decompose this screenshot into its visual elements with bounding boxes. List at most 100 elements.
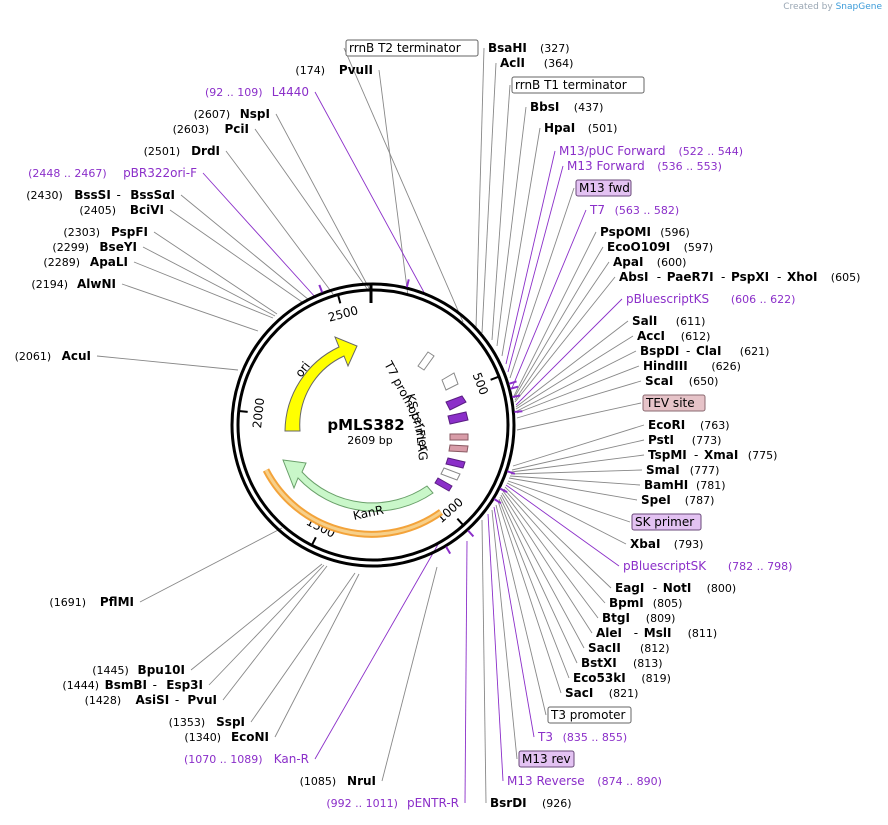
map-label[interactable]: SmaI(777)	[646, 463, 719, 477]
leader-line	[514, 276, 616, 403]
flag-feature[interactable]	[448, 444, 469, 453]
site-position: (621)	[740, 345, 770, 358]
site-position: (805)	[653, 597, 683, 610]
map-label[interactable]: SacII(812)	[588, 641, 670, 655]
map-label[interactable]: T7(563 .. 582)	[589, 203, 679, 217]
leader-line	[481, 519, 487, 804]
map-label[interactable]: AcuI(2061)	[15, 349, 91, 363]
map-label[interactable]: M13 fwd	[575, 179, 632, 197]
map-label[interactable]: XbaI(793)	[630, 537, 703, 551]
site-name: BspDI	[640, 344, 679, 358]
map-label[interactable]: pBluescriptKS(606 .. 622)	[626, 292, 795, 306]
map-label[interactable]: TEV site	[642, 394, 706, 412]
map-label[interactable]: M13 Reverse(874 .. 890)	[507, 774, 662, 788]
map-label[interactable]: T3(835 .. 855)	[537, 730, 627, 744]
map-label[interactable]: T3 promoter	[547, 706, 632, 724]
map-label[interactable]: AleI-MslI(811)	[596, 626, 717, 640]
map-label[interactable]: SacI(821)	[565, 686, 638, 700]
map-label[interactable]: Kan-R(1070 .. 1089)	[184, 752, 309, 766]
primer-name: M13/pUC Forward	[559, 144, 666, 158]
map-label[interactable]: ApaI(600)	[613, 255, 686, 269]
map-label[interactable]: TspMI-XmaI(775)	[648, 448, 777, 462]
map-label[interactable]: EagI-NotI(800)	[615, 581, 736, 595]
map-label[interactable]: EcoRI(763)	[648, 418, 730, 432]
map-label[interactable]: M13 Forward(536 .. 553)	[567, 159, 722, 173]
map-label[interactable]: EcoO109I(597)	[607, 240, 713, 254]
leader-line	[516, 402, 642, 431]
map-label[interactable]: BsaHI(327)	[488, 41, 570, 55]
map-label[interactable]: AclI(364)	[500, 56, 573, 70]
map-label[interactable]: M13/pUC Forward(522 .. 544)	[559, 144, 743, 158]
map-label[interactable]: Esp3I-BsmBI(1444)	[62, 678, 203, 692]
map-label[interactable]: PspFI(2303)	[63, 225, 148, 239]
site-position: (596)	[660, 226, 690, 239]
map-label[interactable]: rrnB T2 terminator	[345, 39, 479, 57]
map-label[interactable]: pENTR-R(992 .. 1011)	[326, 796, 459, 810]
map-label[interactable]: BstXI(813)	[581, 656, 663, 670]
map-label[interactable]: SalI(611)	[632, 314, 705, 328]
map-label[interactable]: BsrDI(926)	[490, 796, 572, 810]
primer-mark	[514, 410, 523, 413]
map-label[interactable]: rrnB T1 terminator	[511, 76, 645, 94]
map-label[interactable]: DrdI(2501)	[144, 144, 220, 158]
leader-line	[491, 84, 511, 341]
site-position: (926)	[542, 797, 572, 810]
map-label[interactable]: BseYI(2299)	[52, 240, 137, 254]
label-box	[631, 513, 702, 531]
tick-mark	[310, 536, 317, 546]
ks-primer-feature[interactable]	[445, 395, 467, 411]
map-label[interactable]: Eco53kI(819)	[573, 671, 671, 685]
map-label[interactable]: NruI(1085)	[300, 774, 376, 788]
map-label[interactable]: SpeI(787)	[641, 493, 714, 507]
site-name: HpaI	[544, 121, 575, 135]
site-separator: -	[657, 270, 661, 284]
map-label[interactable]: BspDI-ClaI(621)	[640, 344, 769, 358]
site-separator: -	[721, 270, 725, 284]
sk-primer-feature[interactable]	[445, 457, 466, 469]
leader-line	[202, 172, 317, 299]
tick-label: 500	[470, 371, 491, 397]
map-label[interactable]: BpmI(805)	[609, 596, 682, 610]
map-label[interactable]: PvuI-AsiSI(1428)	[85, 693, 217, 707]
map-label[interactable]: HindIII(626)	[643, 359, 741, 373]
map-label[interactable]: SK primer	[631, 513, 702, 531]
map-label[interactable]: PciI(2603)	[173, 122, 249, 136]
site-name: AcuI	[62, 349, 91, 363]
map-label[interactable]: BbsI(437)	[530, 100, 603, 114]
map-label[interactable]: AccI(612)	[637, 329, 710, 343]
map-label[interactable]: Bpu10I(1445)	[92, 663, 185, 677]
leader-line	[496, 106, 527, 347]
map-label[interactable]: BtgI(809)	[602, 611, 675, 625]
site-name: BsaHI	[488, 41, 527, 55]
map-label[interactable]: HpaI(501)	[544, 121, 617, 135]
map-label[interactable]: BamHI(781)	[644, 478, 726, 492]
t3-promoter-feature[interactable]	[440, 467, 461, 481]
site-name: XbaI	[630, 537, 660, 551]
m13-rev-feature[interactable]	[434, 477, 453, 492]
map-label[interactable]: SspI(1353)	[169, 715, 245, 729]
map-label[interactable]: BciVI(2405)	[79, 203, 164, 217]
map-label[interactable]: PflMI(1691)	[49, 595, 134, 609]
map-label[interactable]: L4440(92 .. 109)	[205, 85, 309, 99]
map-label[interactable]: NspI(2607)	[194, 107, 270, 121]
kanr-feature[interactable]	[282, 459, 434, 512]
t7-promoter-feature[interactable]	[417, 351, 435, 371]
map-label[interactable]: EcoNI(1340)	[184, 730, 269, 744]
map-label[interactable]: AlwNI(2194)	[31, 277, 116, 291]
map-label[interactable]: ApaLI(2289)	[43, 255, 128, 269]
primer-mark	[405, 279, 410, 288]
map-label[interactable]: pBR322ori-F(2448 .. 2467)	[28, 166, 197, 180]
map-label[interactable]: M13 rev	[518, 750, 575, 768]
map-label[interactable]: pBluescriptSK(782 .. 798)	[623, 559, 792, 573]
map-label[interactable]: PspOMI(596)	[600, 225, 690, 239]
map-label[interactable]: AbsI-PaeR7I-PspXI-XhoI(605)	[619, 270, 860, 284]
map-label[interactable]: BssSαI-BssSI(2430)	[26, 188, 175, 202]
pbluescript-ks-feature[interactable]	[447, 411, 469, 425]
ori-feature[interactable]	[284, 336, 358, 432]
tev-feature[interactable]	[449, 433, 469, 441]
leader-line	[222, 565, 328, 701]
map-label[interactable]: PstI(773)	[648, 433, 721, 447]
rrnb-feature[interactable]	[441, 372, 459, 391]
map-label[interactable]: PvuII(174)	[295, 63, 373, 77]
map-label[interactable]: ScaI(650)	[645, 374, 718, 388]
